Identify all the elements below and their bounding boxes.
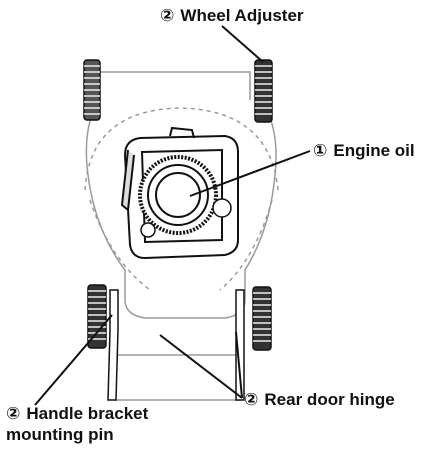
- wheel-front-right: [254, 59, 273, 123]
- leader-engine-oil: [189, 150, 311, 197]
- dashed-cutting-arc-left: [89, 199, 151, 291]
- engine-small-knob: [140, 222, 156, 238]
- engine-fuel-cap: [212, 198, 232, 218]
- dashed-cutting-circle: [84, 107, 279, 191]
- deck-top-frame: [97, 71, 251, 100]
- callout-handle-bracket: ② Handle bracket: [6, 404, 148, 424]
- callout-handle-bracket-line2: mounting pin: [6, 425, 114, 445]
- callout-engine-oil: ① Engine oil: [313, 141, 415, 161]
- callout-number: ②: [244, 390, 259, 410]
- callout-rear-door-hinge: ② Rear door hinge: [244, 390, 395, 410]
- engine-oil-cap: [155, 172, 201, 218]
- callout-number: ①: [313, 141, 328, 161]
- wheel-front-left: [83, 59, 101, 121]
- callout-label: mounting pin: [6, 425, 114, 444]
- leader-rear-hinge-2: [235, 331, 243, 399]
- leader-lines: [34, 25, 311, 406]
- leader-handle-pin: [34, 314, 113, 406]
- engine-handle-rod: [120, 149, 135, 212]
- handle-brackets: [107, 289, 245, 401]
- leader-rear-hinge-1: [159, 334, 243, 399]
- engine-top-bar: [169, 126, 195, 139]
- handle-bracket-right: [235, 289, 245, 401]
- callout-label: Engine oil: [333, 141, 415, 160]
- wheel-rear-right: [252, 286, 272, 351]
- callout-label: Wheel Adjuster: [180, 6, 304, 25]
- callout-number: ②: [160, 6, 175, 26]
- callout-wheel-adjuster: ② Wheel Adjuster: [160, 6, 304, 26]
- callout-label: Rear door hinge: [264, 390, 395, 409]
- leader-wheel-adjuster: [221, 25, 264, 63]
- callout-number: ②: [6, 404, 21, 424]
- handle-bracket-left: [107, 289, 119, 401]
- callout-label: Handle bracket: [26, 404, 149, 423]
- engine: [120, 126, 239, 260]
- dashed-cutting-arc-right: [219, 199, 273, 291]
- deck-body: [85, 99, 277, 319]
